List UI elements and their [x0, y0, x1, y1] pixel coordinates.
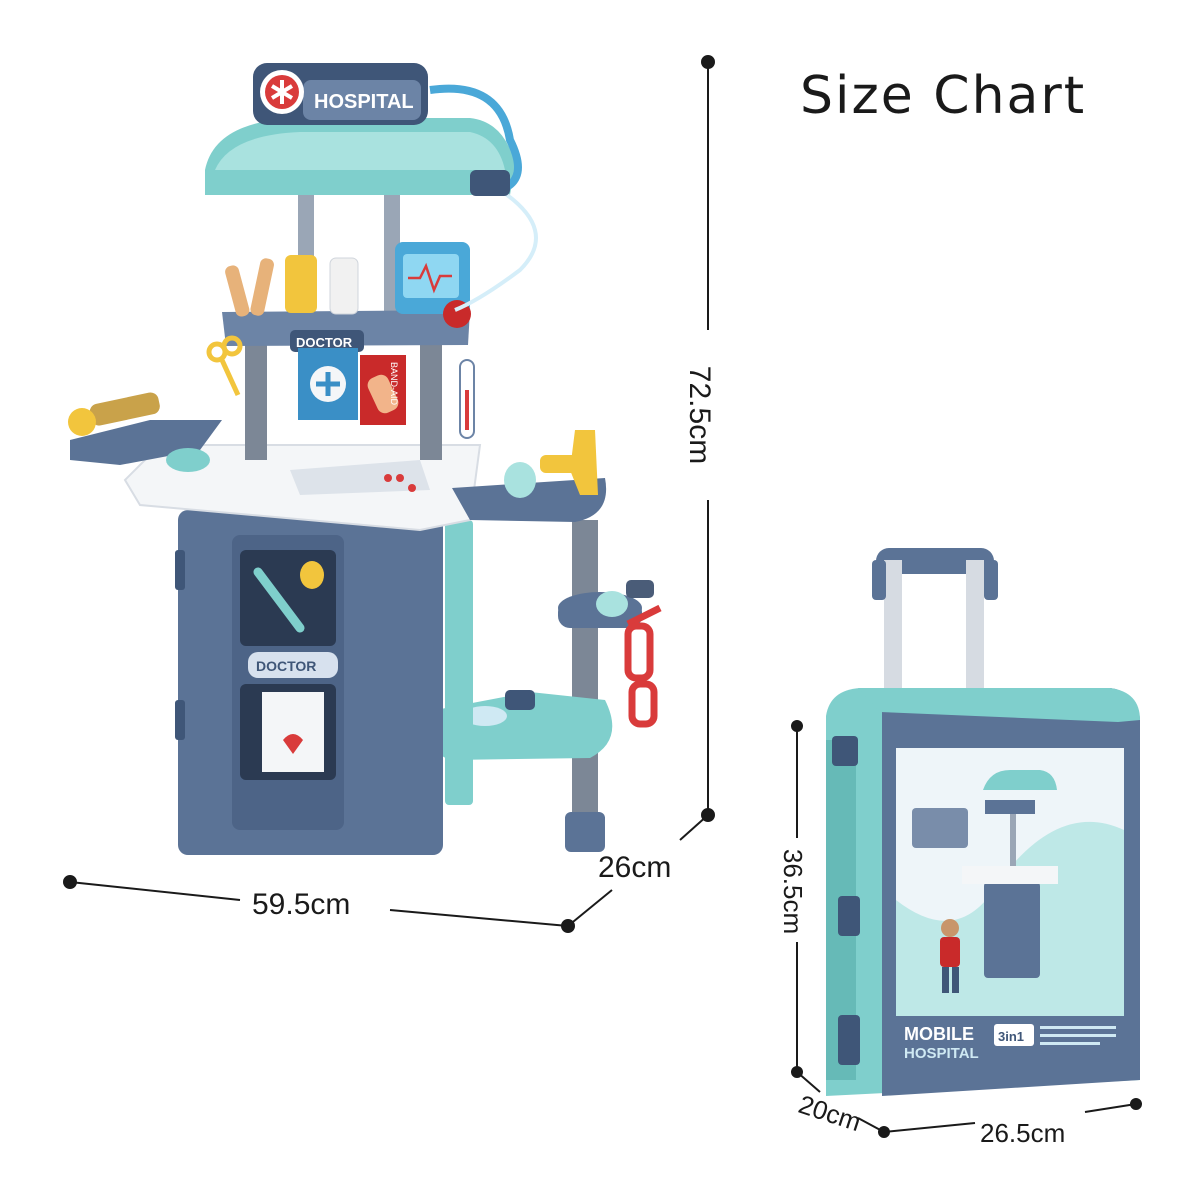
- stethoscope-icon: [429, 84, 522, 194]
- upper-window: [240, 550, 336, 646]
- faucet-icon: [570, 430, 598, 495]
- scissors-icon: [206, 335, 243, 397]
- playset-illustration: DOCTOR: [68, 63, 662, 855]
- case-brand-line1: MOBILE: [904, 1024, 974, 1044]
- height-top-dot: [701, 55, 715, 69]
- hospital-sign-text: HOSPITAL: [314, 91, 414, 113]
- white-bottle-icon: [329, 257, 359, 315]
- upper-shelf: [222, 310, 470, 346]
- cabinet-label: DOCTOR: [256, 658, 316, 674]
- case-illustration: MOBILE HOSPITAL 3in1: [826, 548, 1140, 1096]
- playset-height-label: 72.5cm: [683, 365, 717, 465]
- case-dimension-lines: [791, 720, 1142, 1138]
- case-badge: 3in1: [998, 1029, 1024, 1044]
- syringe-icon: [68, 392, 160, 436]
- case-width-dot: [1130, 1098, 1142, 1110]
- side-pole: [572, 520, 598, 840]
- shelf-label: DOCTOR: [296, 335, 353, 350]
- sink-shelf: [452, 478, 607, 522]
- case-brand-line2: HOSPITAL: [904, 1045, 979, 1062]
- width-left-dot: [63, 875, 77, 889]
- playset-width-label: 59.5cm: [252, 888, 351, 921]
- case-height-label: 36.5cm: [778, 848, 809, 935]
- playset-depth-label: 26cm: [598, 851, 672, 884]
- bandaid-label: BAND-AID: [389, 362, 399, 406]
- otoscope-icon: [596, 591, 628, 617]
- case-handle: [876, 548, 994, 574]
- case-height-top-dot: [791, 720, 803, 732]
- size-chart-title: Size Chart: [800, 66, 1087, 126]
- playset-dimension-lines: [63, 55, 715, 933]
- bandage-icon: [225, 265, 250, 317]
- case-width-label: 26.5cm: [980, 1118, 1066, 1148]
- yellow-bottle-icon: [285, 255, 317, 313]
- glasses-icon: [624, 604, 662, 728]
- left-tray: [70, 420, 222, 465]
